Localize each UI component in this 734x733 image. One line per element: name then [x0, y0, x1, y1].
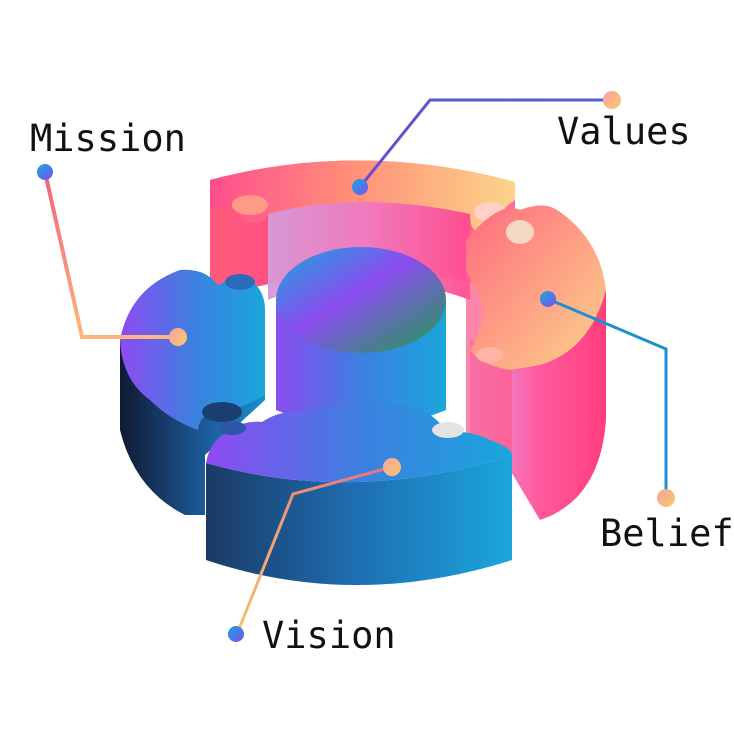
- core-cylinder: [276, 247, 446, 428]
- mission-label: Mission: [30, 120, 186, 157]
- values-notch-left: [232, 195, 268, 215]
- belief-anchor-dot: [657, 489, 675, 507]
- core-cylinder-top: [276, 247, 446, 353]
- values-anchor-dot: [603, 91, 621, 109]
- mission-notch-lower: [202, 402, 242, 422]
- vision-anchor-dot: [228, 626, 244, 642]
- mission-anchor-dot: [37, 164, 53, 180]
- belief-notch-lower: [476, 347, 504, 363]
- belief-notch: [506, 220, 534, 244]
- belief-piece-dot: [540, 291, 556, 307]
- vision-label: Vision: [262, 617, 396, 654]
- vision-notch-left: [218, 421, 246, 435]
- belief-label: Belief: [600, 515, 734, 552]
- vision-notch: [432, 422, 464, 438]
- mission-notch: [225, 274, 255, 290]
- vision-piece-dot: [383, 458, 401, 476]
- values-piece-dot: [352, 179, 368, 195]
- values-label: Values: [557, 113, 691, 150]
- mission-piece-dot: [169, 328, 187, 346]
